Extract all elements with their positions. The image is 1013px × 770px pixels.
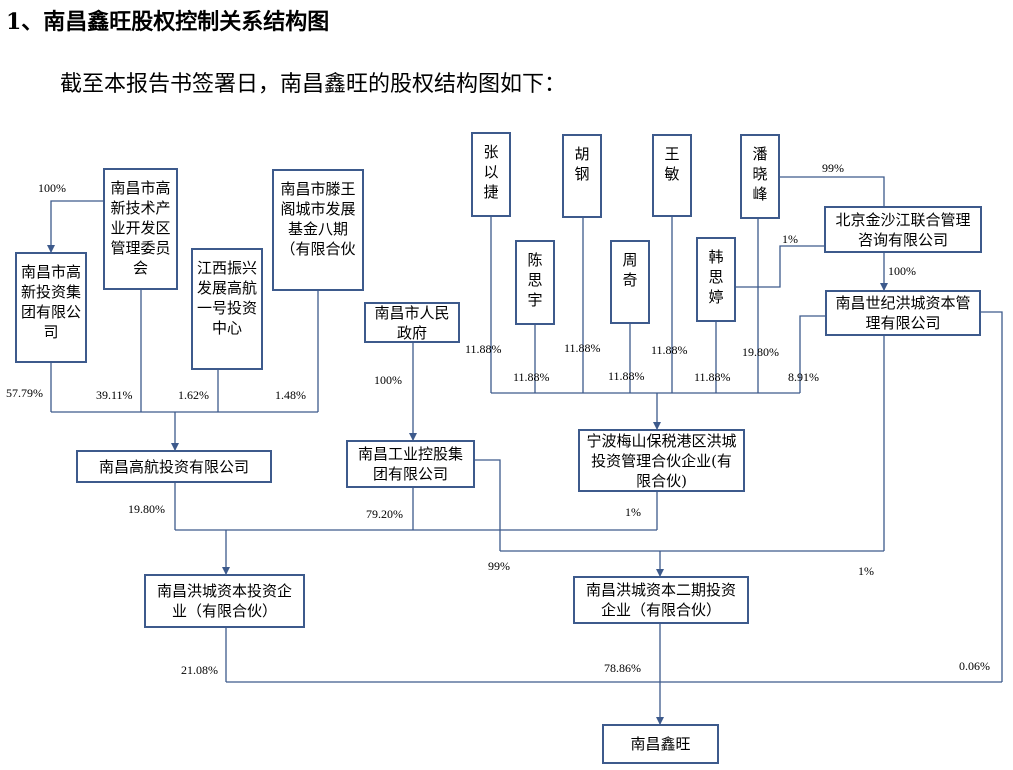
pct-han-ningbo: 11.88% — [694, 370, 731, 384]
entity-label: 宁波梅山保税港区洪城投资管理合伙企业(有限合伙) — [586, 431, 737, 490]
pct-zhou-ningbo: 11.88% — [608, 369, 645, 383]
line-pan-jinshajiang — [780, 176, 885, 206]
entity-xinwang: 南昌鑫旺 — [602, 724, 719, 764]
entity-ningbo-meishan: 宁波梅山保税港区洪城投资管理合伙企业(有限合伙) — [578, 429, 745, 492]
intro-text: 截至本报告书签署日，南昌鑫旺的股权结构图如下： — [60, 72, 567, 97]
entity-label: 南昌工业控股集团有限公司 — [357, 445, 463, 483]
entity-tengwangge: 南昌市滕王阁城市发展基金八期（有限合伙 — [272, 169, 364, 291]
entity-label: 南昌市高新技术产业开发区管理委员会 — [110, 179, 171, 277]
person-pan-xiaofeng: 潘晓峰 — [740, 134, 780, 219]
person-label: 韩思婷 — [708, 248, 724, 306]
entity-jinshajiang: 北京金沙江联合管理咨询有限公司 — [824, 206, 982, 253]
person-label: 周奇 — [622, 251, 638, 289]
entity-label: 南昌洪城资本投资企业（有限合伙） — [156, 582, 292, 620]
pct-gaohang-hongcheng: 19.80% — [128, 502, 165, 516]
person-han-siting: 韩思婷 — [696, 237, 736, 322]
person-zhang-yijie: 张以捷 — [471, 132, 511, 217]
entity-gaoxin-touzi: 南昌市高新投资集团有限公司 — [15, 252, 87, 363]
entity-label: 南昌高航投资有限公司 — [98, 457, 249, 476]
pct-tengwangge-gaohang: 1.48% — [275, 388, 306, 402]
person-label: 陈思宇 — [527, 251, 543, 309]
entity-renmin-zhengfu: 南昌市人民政府 — [364, 302, 460, 343]
pct-zhengfu-gongye: 100% — [374, 373, 402, 387]
pct-weiyuanhui-gaohang: 39.11% — [96, 388, 133, 402]
entity-label: 南昌洪城资本二期投资企业（有限合伙） — [585, 581, 736, 619]
line-shiji-ningbo — [799, 315, 825, 393]
entity-label: 江西振兴发展高航一号投资中心 — [197, 259, 258, 337]
pct-weiyuanhui-gaoxin: 100% — [38, 181, 66, 195]
pct-erqi-xinwang: 78.86% — [604, 661, 641, 675]
line-han-jinshajiang — [736, 245, 824, 288]
pct-gongye-hongcheng: 79.20% — [366, 507, 403, 521]
pct-chen-ningbo: 11.88% — [513, 370, 550, 384]
person-hu-gang: 胡钢 — [562, 134, 602, 218]
entity-gongye-konggu: 南昌工业控股集团有限公司 — [346, 440, 475, 488]
line-weiyuanhui-gaoxin — [47, 200, 103, 253]
entity-shiji-hongcheng: 南昌世纪洪城资本管理有限公司 — [825, 290, 981, 336]
entity-gaohang: 南昌高航投资有限公司 — [76, 450, 272, 483]
pct-han-jinshajiang: 1% — [782, 232, 798, 246]
person-chen-siyu: 陈思宇 — [515, 240, 555, 325]
entity-hongcheng-touzi: 南昌洪城资本投资企业（有限合伙） — [144, 574, 305, 628]
entity-label: 南昌鑫旺 — [630, 735, 691, 753]
section-heading: 1、南昌鑫旺股权控制关系结构图 — [6, 9, 330, 35]
pct-gongye-erqi: 99% — [488, 559, 510, 573]
entity-label: 北京金沙江联合管理咨询有限公司 — [835, 210, 971, 249]
person-zhou-qi: 周奇 — [610, 240, 650, 324]
pct-shiji-erqi: 1% — [858, 564, 874, 578]
pct-pan-jinshajiang: 99% — [822, 161, 844, 175]
person-label: 胡钢 — [574, 145, 590, 183]
pct-shiji-ningbo: 8.91% — [788, 370, 819, 384]
pct-jinshajiang-shiji: 100% — [888, 264, 916, 278]
entity-label: 南昌世纪洪城资本管理有限公司 — [835, 294, 971, 332]
entity-gaoxin-weiyuanhui: 南昌市高新技术产业开发区管理委员会 — [103, 168, 178, 290]
person-label: 潘晓峰 — [752, 145, 768, 203]
line-shiji-xinwang — [981, 311, 1003, 682]
entity-label: 南昌市滕王阁城市发展基金八期（有限合伙 — [280, 180, 356, 258]
pct-gaoxin-gaohang: 57.79% — [6, 386, 43, 400]
pct-zhenxing-gaohang: 1.62% — [178, 388, 209, 402]
entity-label: 南昌市人民政府 — [374, 303, 450, 342]
pct-hongcheng-xinwang: 21.08% — [181, 663, 218, 677]
person-label: 张以捷 — [483, 143, 499, 201]
pct-ningbo-hongcheng: 1% — [625, 505, 641, 519]
pct-wang-ningbo: 11.88% — [651, 343, 688, 357]
pct-pan-ningbo: 19.80% — [742, 345, 779, 359]
entity-hongcheng-erqi: 南昌洪城资本二期投资企业（有限合伙） — [573, 576, 749, 624]
entity-label: 南昌市高新投资集团有限公司 — [21, 263, 82, 341]
pct-hu-ningbo: 11.88% — [564, 341, 601, 355]
pct-shiji-xinwang: 0.06% — [959, 659, 990, 673]
line-gongye-erqi — [475, 459, 501, 551]
person-wang-min: 王敏 — [652, 134, 692, 217]
person-label: 王敏 — [664, 145, 680, 183]
entity-jiangxi-zhenxing: 江西振兴发展高航一号投资中心 — [191, 248, 263, 370]
pct-zhang-ningbo: 11.88% — [465, 342, 502, 356]
